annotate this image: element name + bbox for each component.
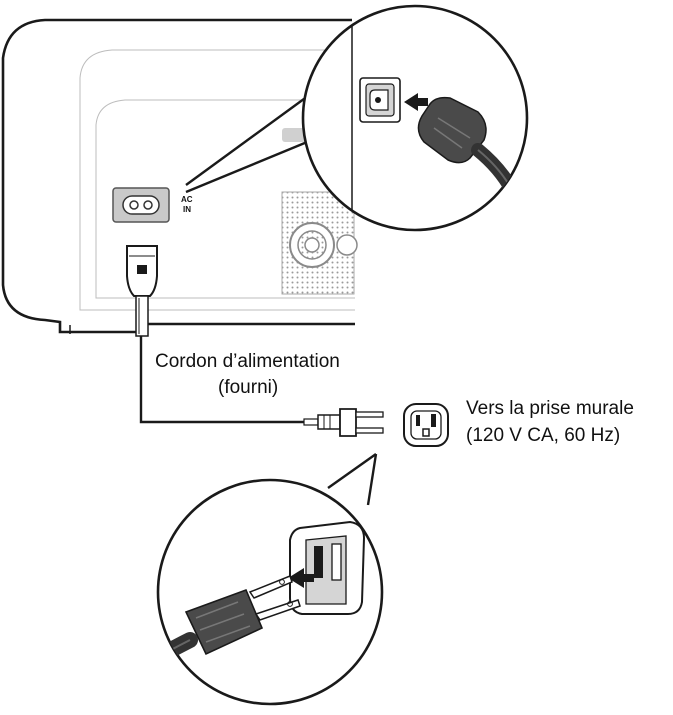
ac-in-label-line1: AC: [181, 195, 193, 204]
power-cord: [139, 336, 305, 424]
wall-outlet-small: [403, 403, 449, 447]
outlet-label-line1: Vers la prise murale: [466, 398, 634, 419]
insert-arrow-top: [404, 93, 428, 111]
device-rear-body: [1, 18, 355, 334]
ac-in-label-line2: IN: [183, 205, 191, 214]
cord-label-line2: (fourni): [218, 377, 279, 398]
magnified-wall-outlet-view: [156, 453, 384, 706]
device-cord-connector: [126, 245, 158, 337]
magnified-ac-in-view: [185, 4, 529, 232]
insert-arrow-bottom: [288, 568, 314, 588]
ac-in-socket: [112, 187, 170, 223]
wall-plug-small: [303, 408, 384, 437]
outlet-label-line2: (120 V CA, 60 Hz): [466, 425, 621, 446]
cord-label-line1: Cordon d’alimentation: [155, 351, 340, 372]
